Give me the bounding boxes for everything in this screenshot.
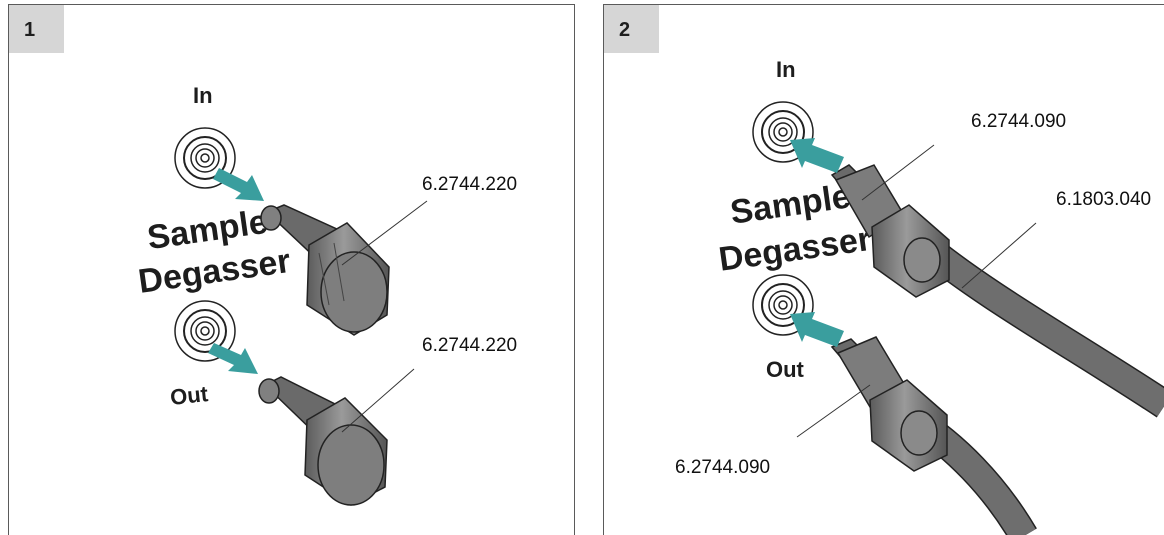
callout-leader-line: [341, 368, 415, 433]
pressure-screw-icon: [830, 336, 948, 472]
step-2-panel: 2 In Sample Degasser: [603, 4, 1164, 535]
port-out-label: Out: [766, 357, 805, 382]
stopper-plug-icon: [258, 376, 388, 506]
remove-arrow-icon: [213, 168, 264, 201]
remove-arrow-icon: [208, 343, 258, 374]
step-number-badge: 2: [604, 5, 659, 53]
port-in-label: In: [193, 83, 213, 108]
callout-leader-line: [861, 144, 935, 201]
insert-arrow-icon: [790, 138, 844, 173]
stopper-plug-icon: [260, 204, 390, 336]
callout-leader-line: [796, 384, 871, 438]
step-number-badge: 1: [9, 5, 64, 53]
insert-arrow-icon: [790, 312, 844, 347]
callout-part-number: 6.2744.090: [675, 457, 770, 478]
pressure-screw-icon: [830, 164, 950, 298]
step-1-illustration: In Sample Degasser 6.2744: [136, 83, 517, 506]
device-label-sample: Sample: [728, 177, 853, 231]
port-out-label: Out: [169, 381, 210, 410]
callout-part-number: 6.1803.040: [1056, 189, 1151, 210]
step-2-illustration: In Sample Degasser 6.27: [675, 57, 1164, 535]
callout-part-number: 6.2744.090: [971, 111, 1066, 132]
step-1-panel: 1 In Sample Degasser: [8, 4, 575, 535]
port-in-label: In: [776, 57, 796, 82]
callout-leader-line: [961, 222, 1037, 289]
callout-part-number: 6.2744.220: [422, 174, 517, 195]
callout-part-number: 6.2744.220: [422, 335, 517, 356]
port-in-connector-icon: [174, 127, 236, 189]
callout-leader-line: [341, 200, 428, 266]
